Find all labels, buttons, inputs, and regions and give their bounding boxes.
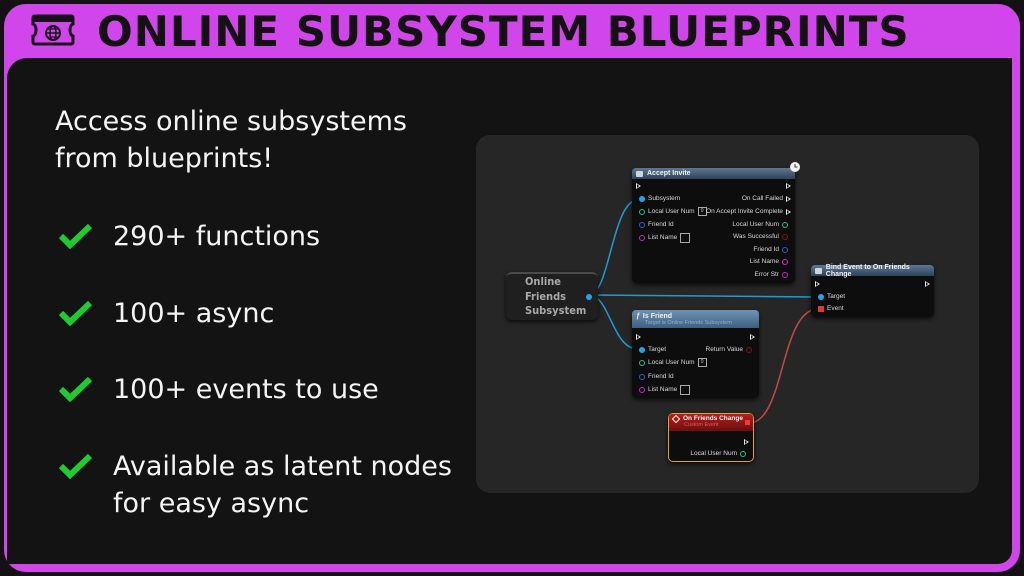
- pin-label: Friend Id: [648, 373, 674, 380]
- variable-node-online-friends-subsystem[interactable]: Online Friends Subsystem: [506, 272, 598, 320]
- function-icon: [815, 267, 822, 274]
- exec-out-pin[interactable]: [744, 438, 749, 445]
- exec-on-accept-invite-complete[interactable]: [786, 208, 791, 215]
- exec-in-pin[interactable]: [815, 280, 820, 287]
- bullet-text-line-1: Available as latent nodes: [113, 451, 452, 482]
- node-title: On Friends Change: [683, 415, 743, 422]
- pin-label: Local User Num: [648, 208, 695, 215]
- pin-local-user-num[interactable]: [639, 208, 645, 215]
- pin-out-was-successful[interactable]: [782, 233, 788, 240]
- pin-out-local-user-num[interactable]: [740, 450, 746, 457]
- function-icon: [636, 170, 643, 177]
- page-title: ONLINE SUBSYSTEM BLUEPRINTS: [97, 7, 910, 56]
- list-name-input[interactable]: [680, 384, 691, 395]
- pin-friend-id[interactable]: [639, 373, 645, 380]
- bullet-text: 100+ async: [113, 298, 275, 329]
- intro-text: Access online subsystems from blueprints…: [55, 103, 407, 177]
- pin-friend-id[interactable]: [639, 221, 645, 228]
- pin-return-value[interactable]: [746, 346, 752, 353]
- bullet-text: 290+ functions: [113, 221, 321, 252]
- pin-label: List Name: [648, 386, 678, 393]
- node-title: Bind Event to On Friends Change: [825, 263, 910, 278]
- pin-subsystem[interactable]: [639, 195, 645, 202]
- pin-label: Was Successful: [733, 233, 779, 240]
- pin-label: Target: [827, 293, 846, 300]
- variable-label-3: Subsystem: [525, 304, 587, 317]
- node-header: Bind Event to On Friends Change: [811, 263, 934, 278]
- pin-out-local-user-num[interactable]: [782, 221, 788, 228]
- node-bind-event[interactable]: Bind Event to On Friends Change Target E…: [811, 263, 934, 317]
- function-icon: ƒ: [636, 312, 640, 320]
- intro-line-1: Access online subsystems: [55, 106, 407, 137]
- local-user-num-input[interactable]: 0: [697, 207, 707, 216]
- pin-label: On Accept Invite Complete: [706, 208, 783, 215]
- node-subtitle: Custom Event: [684, 422, 719, 428]
- bullet-text: Available as latent nodes for easy async: [113, 448, 452, 522]
- check-icon: [58, 300, 93, 327]
- pin-out-friend-id[interactable]: [782, 246, 788, 253]
- exec-out-pin[interactable]: [750, 333, 755, 340]
- pin-label: Local User Num: [648, 359, 695, 366]
- pin-list-name[interactable]: [639, 386, 645, 393]
- latent-clock-icon: [790, 162, 800, 172]
- node-title: Is Friend: [642, 312, 673, 320]
- exec-on-call-failed[interactable]: [786, 195, 791, 202]
- exec-out-pin[interactable]: [925, 280, 930, 287]
- pin-target[interactable]: [818, 293, 824, 300]
- pin-label: Friend Id: [753, 246, 779, 253]
- check-icon: [58, 223, 93, 250]
- pin-label: Error Str: [754, 271, 779, 278]
- pin-event[interactable]: [818, 305, 824, 312]
- pin-target[interactable]: [639, 346, 645, 353]
- pin-out-list-name[interactable]: [782, 258, 788, 265]
- bullet-text-line-2: for easy async: [113, 488, 310, 519]
- pin-label: Local User Num: [732, 221, 779, 228]
- pin-label: Return Value: [705, 346, 743, 353]
- globe-ticket-icon: [30, 12, 76, 48]
- intro-line-2: from blueprints!: [55, 143, 274, 174]
- pin-local-user-num[interactable]: [639, 359, 645, 366]
- pin-label: List Name: [648, 234, 678, 241]
- pin-label: On Call Failed: [741, 195, 783, 202]
- node-custom-event-on-friends-change[interactable]: On Friends Change Custom Event Local Use…: [668, 413, 754, 462]
- pin-label: Subsystem: [648, 195, 681, 202]
- local-user-num-input[interactable]: 0: [697, 358, 707, 367]
- pin-label: Event: [827, 305, 844, 312]
- pin-label: Target: [648, 346, 667, 353]
- exec-in-pin[interactable]: [636, 182, 641, 189]
- pin-label: Friend Id: [648, 221, 674, 228]
- pin-label: List Name: [749, 258, 779, 265]
- pin-out-error-str[interactable]: [782, 271, 788, 278]
- pin-label: Local User Num: [690, 450, 737, 457]
- check-icon: [58, 453, 93, 480]
- exec-in-pin[interactable]: [636, 333, 641, 340]
- node-header: On Friends Change Custom Event: [669, 414, 753, 431]
- variable-label-1: Online: [525, 275, 561, 288]
- variable-label-2: Friends: [525, 289, 567, 303]
- exec-out-pin[interactable]: [786, 182, 791, 189]
- variable-output-pin[interactable]: [586, 294, 592, 300]
- node-header: Accept Invite: [632, 168, 795, 179]
- node-subtitle: Target is Online Friends Subsystem: [645, 319, 732, 326]
- list-name-input[interactable]: [680, 232, 691, 243]
- node-title: Accept Invite: [647, 170, 691, 177]
- pin-list-name[interactable]: [639, 234, 645, 241]
- check-icon: [58, 376, 93, 403]
- delegate-out-pin[interactable]: [745, 420, 750, 425]
- bullet-text: 100+ events to use: [113, 374, 379, 405]
